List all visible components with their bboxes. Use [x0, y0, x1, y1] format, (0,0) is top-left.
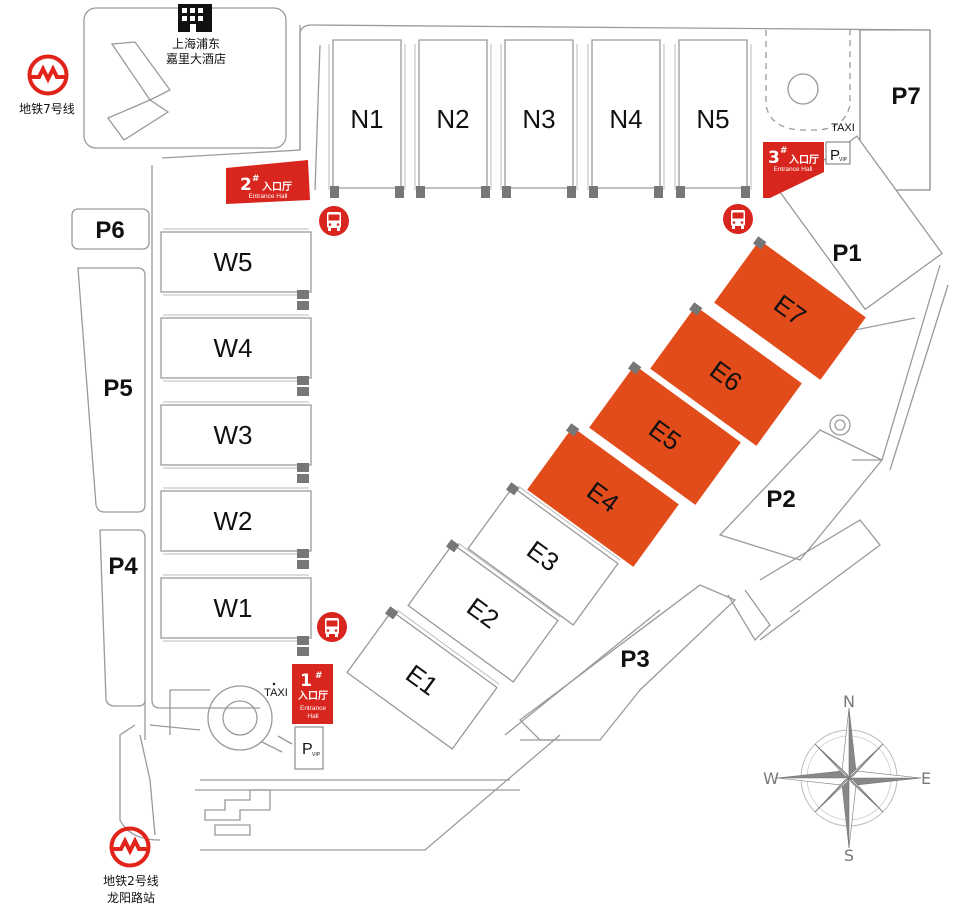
entrance-hall-3[interactable]: 3 # 入口厅 Entrance Hall	[763, 142, 824, 198]
entrance-hall-2[interactable]: 2 # 入口厅 Entrance Hall	[226, 160, 310, 204]
entrance-1-number: 1	[300, 671, 312, 691]
compass-e: E	[921, 769, 931, 788]
hall-w5[interactable]: W5	[160, 228, 312, 310]
compass-w: W	[763, 769, 779, 788]
hall-label-n5: N5	[696, 104, 729, 134]
hall-e1[interactable]: E1	[344, 605, 500, 750]
hall-label-w1: W1	[214, 593, 253, 623]
metro-icon-line7	[27, 54, 69, 96]
taxi-dot-sw	[272, 682, 276, 686]
entrance-2-cn: 入口厅	[262, 181, 292, 193]
hall-n1[interactable]: N1	[328, 39, 406, 198]
vip-p-sw: P	[302, 741, 313, 758]
hall-label-n3: N3	[522, 104, 555, 134]
compass-s: S	[844, 846, 854, 865]
hall-e4[interactable]: E4	[525, 423, 680, 567]
entrance-3-number: 3	[768, 148, 780, 168]
hall-label-w2: W2	[214, 506, 253, 536]
bus-stop-icon-north	[319, 206, 349, 236]
entrance-2-number: 2	[240, 175, 252, 195]
north-halls: N1 N2 N3 N4 N5	[328, 39, 752, 198]
hall-e6[interactable]: E6	[648, 302, 803, 446]
entrance-1-en1: Entrance	[300, 705, 326, 712]
hall-n5[interactable]: N5	[674, 39, 752, 198]
hall-e3[interactable]: E3	[465, 481, 621, 626]
hall-n3[interactable]: N3	[500, 39, 578, 198]
compass-n: N	[843, 692, 855, 711]
entrance-3-cn: 入口厅	[789, 154, 819, 166]
parking-label-p4: P4	[108, 553, 138, 580]
compass-rose-icon	[776, 707, 922, 849]
hotel-name-line1: 上海浦东	[172, 36, 220, 51]
hall-w2[interactable]: W2	[160, 487, 312, 569]
vip-sub-sw: VIP	[312, 752, 321, 758]
hall-label-w5: W5	[214, 247, 253, 277]
taxi-label-sw: TAXI	[264, 687, 288, 699]
parking-outlines	[71, 208, 150, 707]
hall-e5[interactable]: E5	[587, 361, 742, 505]
hall-label-n1: N1	[350, 104, 383, 134]
vip-sub-ne: VIP	[839, 157, 848, 163]
entrance-1-cn: 入口厅	[298, 690, 328, 702]
parking-label-p5: P5	[103, 375, 132, 402]
entrance-2-sup: #	[252, 174, 260, 184]
hall-label-n2: N2	[436, 104, 469, 134]
vip-p-ne: P	[830, 147, 840, 164]
metro-icon-line2	[109, 826, 151, 868]
hotel-building-icon	[178, 4, 212, 32]
hall-label-n4: N4	[609, 104, 642, 134]
parking-label-p6: P6	[95, 217, 124, 244]
metro-line2-station: 龙阳路站	[107, 890, 155, 905]
hall-w1[interactable]: W1	[160, 574, 312, 656]
hall-label-w4: W4	[214, 333, 253, 363]
vip-parking-ne: P VIP	[825, 141, 851, 165]
entrance-1-sup: #	[315, 671, 323, 681]
bus-stop-icon-west	[317, 612, 347, 642]
metro-line2-label: 地铁2号线	[103, 874, 159, 888]
entrance-hall-1[interactable]: 1 # 入口厅 Entrance Hall	[292, 664, 333, 724]
entrance-3-sup: #	[780, 146, 788, 156]
hotel-name-line2: 嘉里大酒店	[166, 52, 226, 66]
hall-w4[interactable]: W4	[160, 314, 312, 396]
metro-line7-label: 地铁7号线	[19, 102, 75, 116]
vip-parking-sw: P VIP	[294, 726, 324, 770]
parking-label-p3: P3	[620, 646, 649, 673]
hall-n4[interactable]: N4	[587, 39, 665, 198]
hall-w3[interactable]: W3	[160, 401, 312, 483]
site-outlines	[83, 7, 949, 851]
hall-n2[interactable]: N2	[414, 39, 492, 198]
bus-stop-icon-east	[723, 204, 753, 234]
entrance-2-en: Entrance Hall	[248, 193, 288, 200]
hall-e7[interactable]: E7	[712, 236, 867, 380]
entrance-1-en2: Hall	[307, 713, 319, 720]
taxi-label-ne: TAXI	[831, 122, 855, 134]
hall-e2[interactable]: E2	[405, 538, 561, 683]
parking-label-p2: P2	[766, 486, 795, 513]
entrance-3-en: Entrance Hall	[773, 166, 813, 173]
parking-label-p7: P7	[891, 83, 920, 110]
parking-label-p1: P1	[832, 240, 861, 267]
hall-label-w3: W3	[214, 420, 253, 450]
